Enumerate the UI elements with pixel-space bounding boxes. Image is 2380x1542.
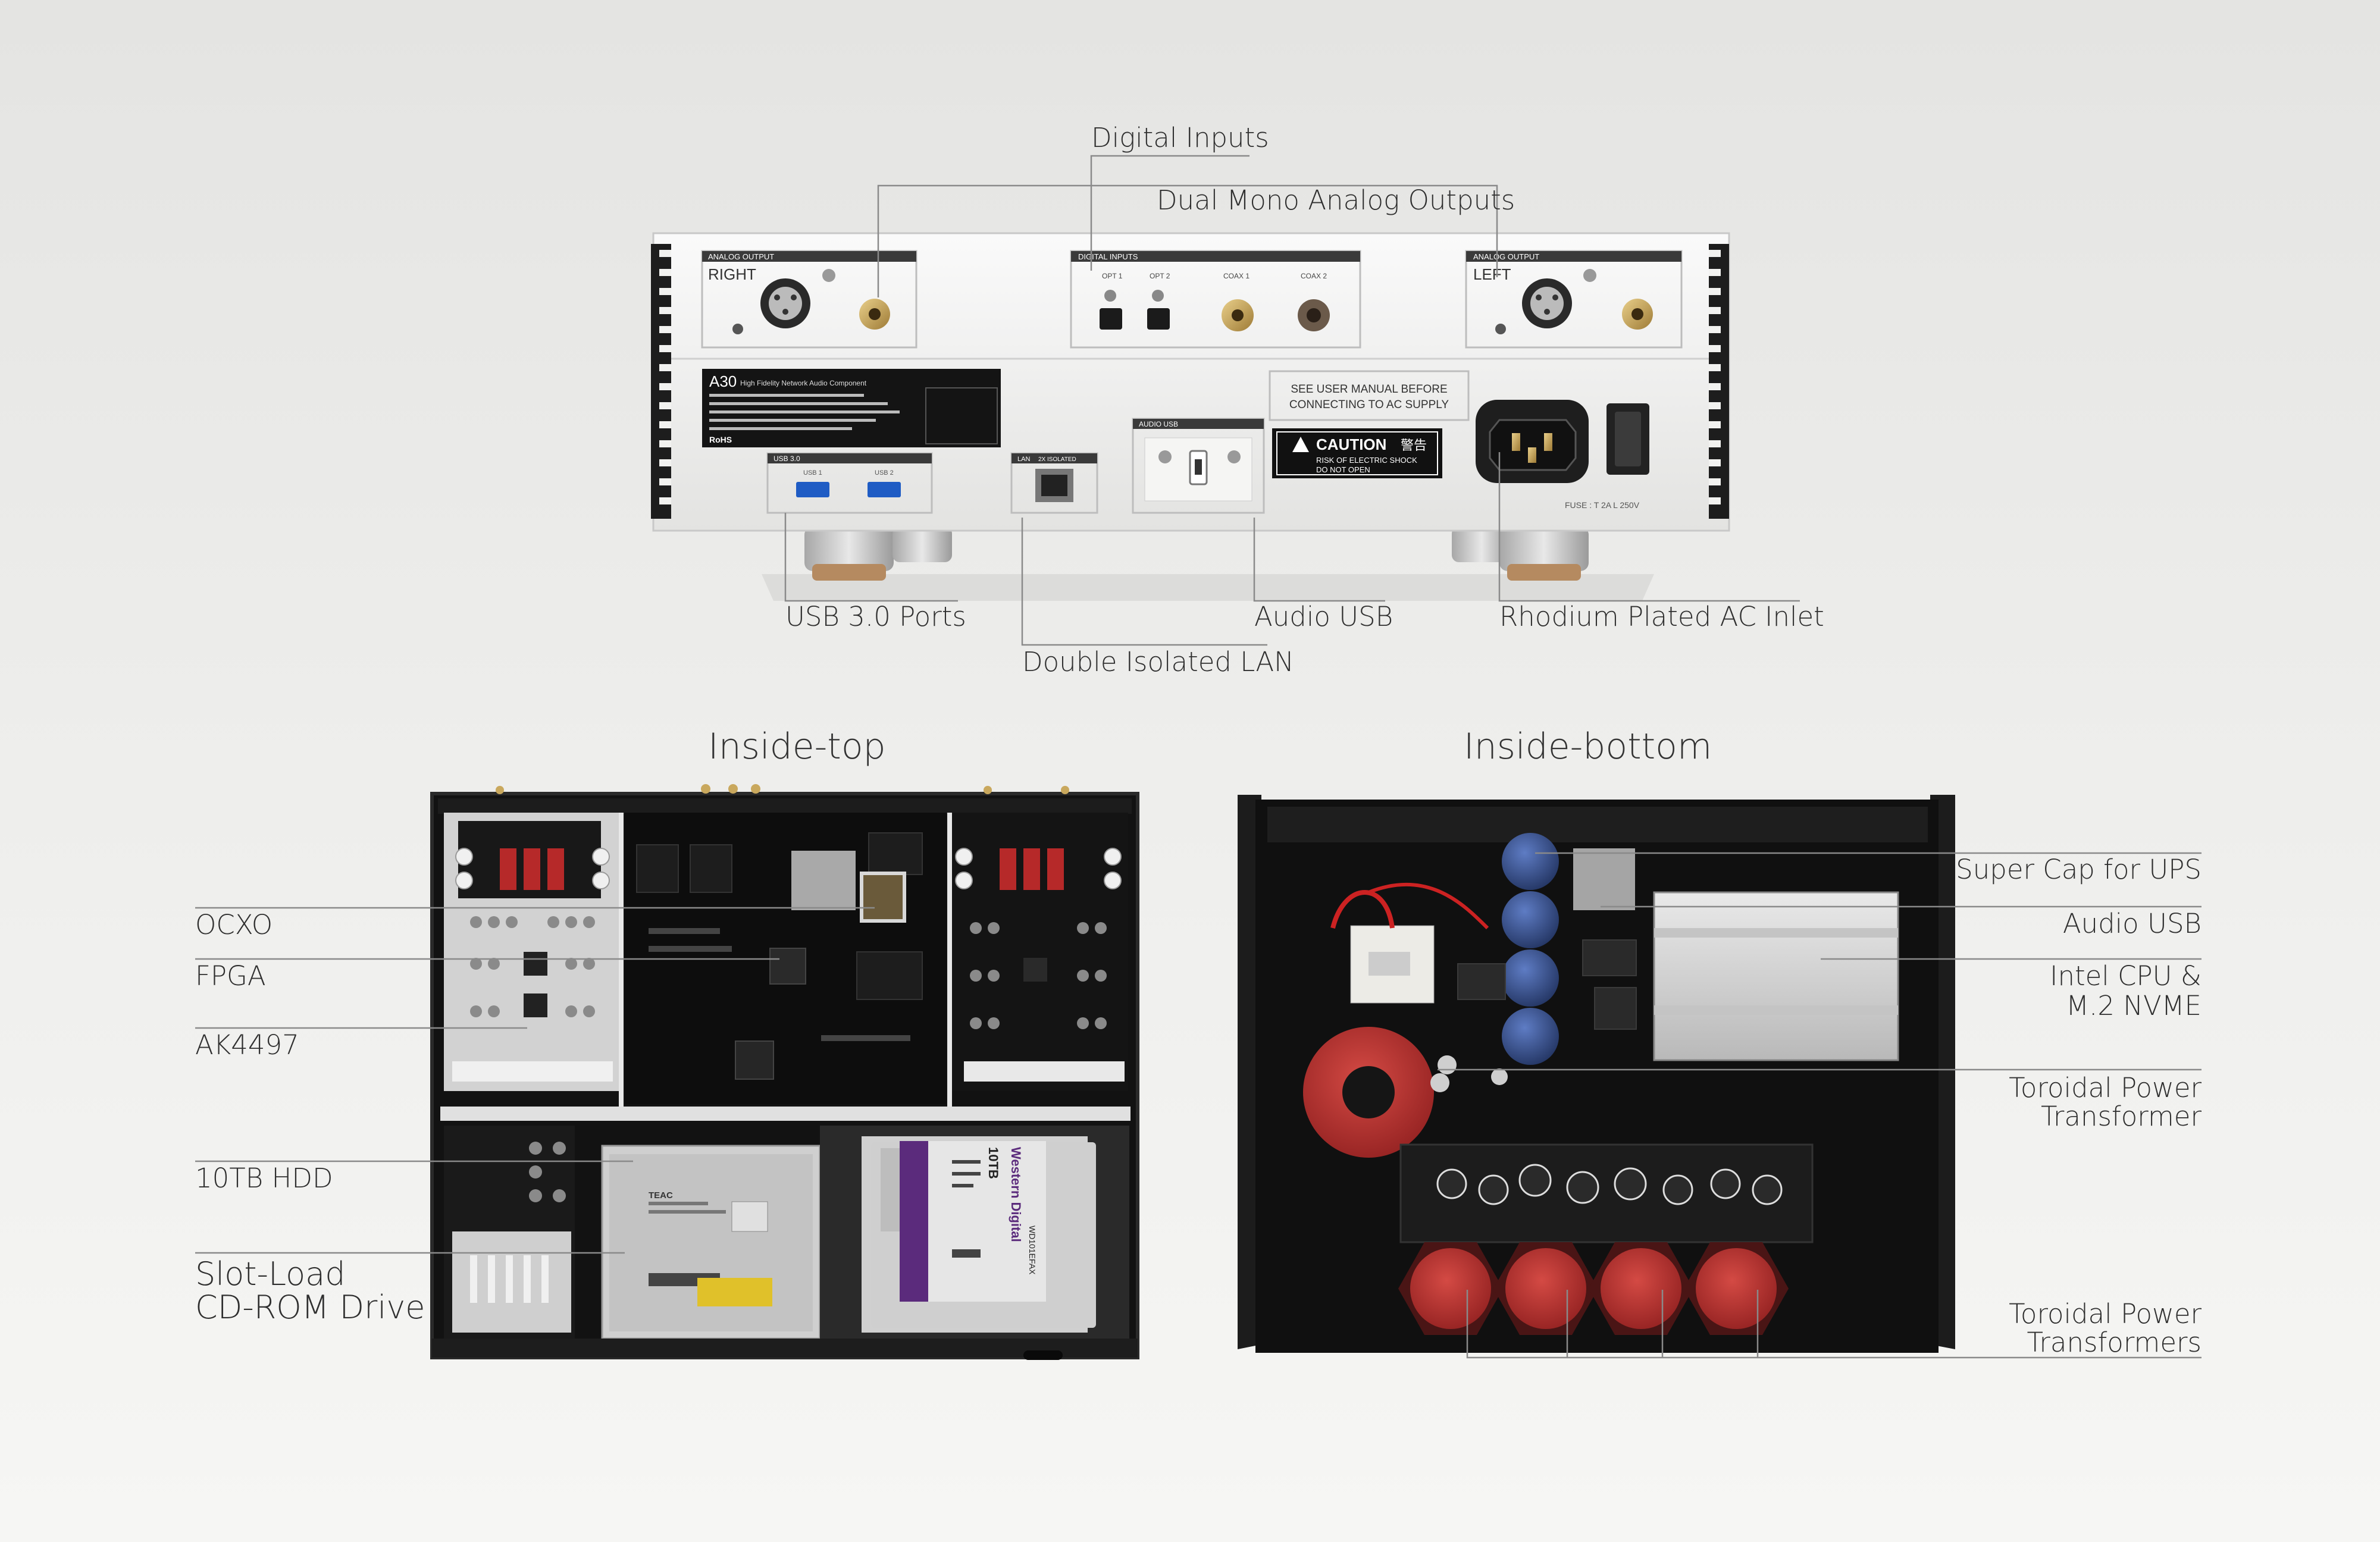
- inside-top-leader-lines: [195, 907, 875, 1254]
- label-lan: Double Isolated LAN: [1022, 646, 1294, 678]
- manual-text-1: SEE USER MANUAL BEFORE: [1291, 383, 1447, 396]
- small-toroidal-transformers: [1398, 1242, 1789, 1335]
- digital-inputs-text: DIGITAL INPUTS: [1078, 252, 1138, 261]
- label-usb3-ports: USB 3.0 Ports: [785, 601, 966, 632]
- optical-input-2[interactable]: [1147, 308, 1170, 330]
- label-toroidal-2: Transformer: [2040, 1101, 2202, 1132]
- label-toroidal-1: Toroidal Power: [2009, 1072, 2202, 1104]
- left-heatsink: [651, 244, 671, 519]
- usb3-port-1[interactable]: [796, 482, 829, 497]
- digital-inputs-panel: DIGITAL INPUTS OPT 1 OPT 2 COAX 1 COAX 2: [1070, 250, 1361, 349]
- hdd-purple-stripe: [900, 1141, 928, 1302]
- rear-leader-lines: [784, 155, 1800, 646]
- rubber-feet: [804, 526, 1589, 581]
- label-toroidals-2: Transformers: [2027, 1327, 2202, 1358]
- title-inside-bottom: Inside-bottom: [1464, 726, 1712, 767]
- rear-panel: ANALOG OUTPUT RIGHT DIGITAL INPUTS OPT 1…: [651, 232, 1730, 601]
- title-inside-top: Inside-top: [708, 726, 886, 767]
- analog-output-l-text: ANALOG OUTPUT: [1473, 252, 1539, 261]
- analog-output-left: ANALOG OUTPUT LEFT: [1465, 250, 1683, 349]
- analog-output-r-text: ANALOG OUTPUT: [708, 252, 774, 261]
- lan-text: LAN: [1017, 456, 1030, 463]
- label-fpga: FPGA: [195, 960, 266, 992]
- coax1-text: COAX 1: [1223, 272, 1250, 280]
- opt1-text: OPT 1: [1102, 272, 1123, 280]
- usb3-ports: USB 3.0 USB 1 USB 2: [766, 452, 933, 514]
- label-dual-mono-outputs: Dual Mono Analog Outputs: [1157, 184, 1515, 216]
- label-toroidals-1: Toroidal Power: [2009, 1298, 2202, 1330]
- label-ocxo: OCXO: [195, 909, 273, 941]
- inside-bottom-leader-lines: [1438, 852, 2202, 1359]
- panel-shadow: [762, 574, 1654, 601]
- right-text: RIGHT: [708, 265, 756, 283]
- inside-bottom-photo: [1238, 795, 1955, 1353]
- label-cdrom-1: Slot-Load: [195, 1255, 346, 1293]
- usb1-text: USB 1: [803, 469, 822, 477]
- inside-top-photo: TEAC Western Digital 10TB WD101EFAX: [430, 784, 1139, 1360]
- label-10tb-hdd: 10TB HDD: [195, 1162, 333, 1194]
- model-desc-text: High Fidelity Network Audio Component: [740, 379, 867, 387]
- ac-inlet: FUSE : T 2A L 250V: [1476, 400, 1649, 510]
- lan-iso-text: 2X ISOLATED: [1038, 456, 1076, 463]
- optical-input-1[interactable]: [1100, 308, 1122, 330]
- usb30-text: USB 3.0: [774, 455, 800, 463]
- analog-output-right: ANALOG OUTPUT RIGHT: [701, 250, 917, 349]
- model-label: A30 High Fidelity Network Audio Componen…: [702, 369, 1001, 447]
- lan-port-panel: LAN 2X ISOLATED: [1010, 452, 1098, 514]
- super-caps: [1502, 833, 1559, 1065]
- label-cpu-2: M.2 NVME: [2066, 990, 2202, 1021]
- label-cdrom-2: CD-ROM Drive: [195, 1289, 425, 1326]
- caution-text: CAUTION: [1316, 435, 1386, 453]
- caution-labels: SEE USER MANUAL BEFORE CONNECTING TO AC …: [1269, 370, 1470, 478]
- usb2-text: USB 2: [875, 469, 894, 477]
- usb3-port-2[interactable]: [868, 482, 901, 497]
- audio-usb-module: [1573, 848, 1635, 910]
- manual-text-2: CONNECTING TO AC SUPPLY: [1289, 399, 1449, 411]
- fpga-chip: [769, 948, 806, 985]
- label-audio-usb-rear: Audio USB: [1254, 601, 1393, 632]
- label-super-cap: Super Cap for UPS: [1956, 854, 2202, 885]
- opt2-text: OPT 2: [1150, 272, 1170, 280]
- caution-cn-text: 警告: [1401, 438, 1427, 453]
- cd-warning-sticker: [697, 1278, 772, 1306]
- label-ak4497: AK4497: [195, 1029, 299, 1061]
- wd-brand-text: Western Digital: [1009, 1147, 1023, 1242]
- left-text: LEFT: [1473, 265, 1511, 283]
- fuse-text: FUSE : T 2A L 250V: [1565, 500, 1640, 510]
- wd-model-text: WD101EFAX: [1028, 1226, 1037, 1275]
- shock-text-2: DO NOT OPEN: [1316, 465, 1370, 474]
- coax2-text: COAX 2: [1301, 272, 1327, 280]
- lower-board: [1399, 1143, 1814, 1243]
- teac-text: TEAC: [649, 1190, 673, 1201]
- cpu-heatsink: [1653, 891, 1899, 1061]
- shield-can: [791, 851, 856, 910]
- model-text: A30: [709, 372, 737, 390]
- right-heatsink: [1709, 244, 1729, 519]
- label-cpu-1: Intel CPU &: [2050, 960, 2202, 992]
- label-ac-inlet: Rhodium Plated AC Inlet: [1499, 601, 1824, 632]
- audio-usb-panel: AUDIO USB: [1132, 418, 1265, 514]
- rohs-text: RoHS: [709, 435, 732, 444]
- label-digital-inputs: Digital Inputs: [1091, 122, 1269, 153]
- shock-text-1: RISK OF ELECTRIC SHOCK: [1316, 456, 1417, 465]
- ocxo-component: [860, 872, 906, 923]
- audio-usb-text: AUDIO USB: [1139, 420, 1178, 428]
- wd-capacity-text: 10TB: [986, 1147, 1001, 1179]
- ak4497-chip-left: [524, 952, 547, 976]
- label-audio-usb-inside: Audio USB: [2062, 908, 2202, 939]
